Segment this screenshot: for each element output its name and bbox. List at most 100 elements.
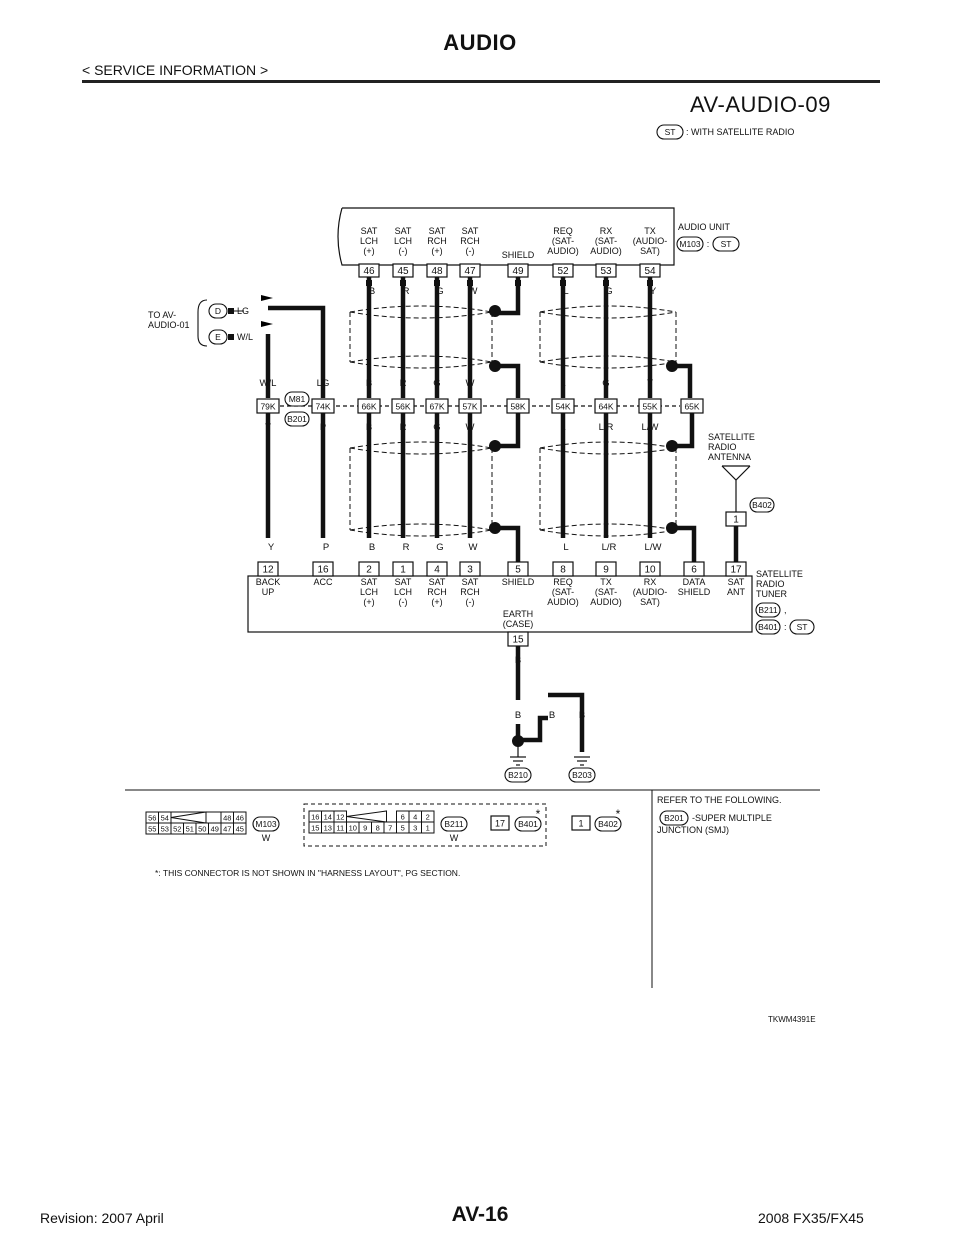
smj-top-color: G <box>433 378 440 389</box>
refer-conn-oval <box>659 810 689 826</box>
wire-color-label: G <box>605 286 612 297</box>
tuner-conn-b401-oval <box>755 619 781 635</box>
footnote: *: THIS CONNECTOR IS NOT SHOWN IN "HARNE… <box>155 868 460 878</box>
smj-pin-label: 79K <box>260 402 275 412</box>
tuner-wire-color: W <box>469 542 478 553</box>
tuner-pin-box <box>552 561 574 577</box>
wire-lg <box>268 305 326 398</box>
b401-name-oval <box>514 816 542 832</box>
tuner-pin-label: 3 <box>467 565 473 576</box>
data-shield-upper <box>672 363 693 398</box>
ground-wire-color: B <box>549 710 555 721</box>
audio-pin-label: 49 <box>512 266 524 277</box>
tuner-pin-label: 8 <box>560 565 566 576</box>
audio-pin-label: 46 <box>363 266 375 277</box>
tuner-pin-label: 12 <box>262 565 274 576</box>
audio-pin-label: (+) <box>431 246 442 256</box>
tuner-badge-label: ST <box>797 622 808 632</box>
m103-cell-num: 53 <box>161 825 169 834</box>
tuner-pin-label: SAT <box>429 577 446 587</box>
tuner-pin-label: 5 <box>515 565 521 576</box>
tuner-pin-label: 16 <box>317 565 329 576</box>
tuner-wire-color: R <box>403 542 410 553</box>
header-rule <box>82 80 880 83</box>
smj-pin-label: 64K <box>598 402 613 412</box>
audio-pin-label: REQ <box>553 226 573 236</box>
wire-color-label: Y <box>650 286 657 297</box>
tuner-pin-label: SAT <box>361 577 378 587</box>
figure-code: TKWM4391E <box>768 1015 816 1024</box>
b402-pin-box <box>571 815 591 831</box>
b211-cell-num: 8 <box>376 824 380 833</box>
cable-req-lower-top2 <box>539 447 677 455</box>
cable-req-upper-top <box>539 305 677 313</box>
m103-name-label: M103 <box>255 819 277 829</box>
tuner-conn-b211-oval <box>755 602 781 618</box>
shield-wire-49 <box>495 277 521 316</box>
antenna-conn-oval <box>749 497 775 513</box>
audio-pin-label: 48 <box>431 266 443 277</box>
tuner-pin-label: 10 <box>644 565 656 576</box>
tuner-pin-label: SHIELD <box>678 587 711 597</box>
audio-pin-label: SAT) <box>640 246 660 256</box>
cable-req-upper-bot2 <box>539 361 677 369</box>
b401-pin-box <box>490 815 510 831</box>
tuner-pin-label: SAT) <box>640 597 660 607</box>
tuner-label: TUNER <box>756 589 787 599</box>
audio-pin-label: (-) <box>399 246 408 256</box>
audio-pin-label: (+) <box>363 246 374 256</box>
data-shield-bottom <box>672 525 697 562</box>
tuner-pin-label: ANT <box>727 587 746 597</box>
tuner-pin-box <box>312 561 334 577</box>
shield-lower-49 <box>495 413 521 449</box>
b401-name-label: B401 <box>518 819 538 829</box>
tuner-pin-label: TX <box>600 577 612 587</box>
audio-pin-label: (SAT- <box>595 236 617 246</box>
b402-name-label: B402 <box>598 819 618 829</box>
pin-terminal <box>434 280 440 286</box>
b402-name-oval <box>594 816 622 832</box>
tuner-wire-color: B <box>369 542 375 553</box>
pin-terminal <box>228 308 234 314</box>
tuner-label: RADIO <box>756 579 785 589</box>
audio-pin-label: 52 <box>557 266 569 277</box>
b211-cell-num: 13 <box>324 824 332 833</box>
direction-arrow <box>261 295 273 301</box>
m103-cell-num: 54 <box>161 814 169 823</box>
audio-pin-label: SAT <box>395 226 412 236</box>
tuner-pin-label: 17 <box>730 565 742 576</box>
tuner-pin-label: DATA <box>683 577 706 587</box>
smj-top-color: LG <box>317 378 330 389</box>
refer-text: -SUPER MULTIPLE <box>692 813 772 823</box>
audio-pin-label: 45 <box>397 266 409 277</box>
revision-label: Revision: 2007 April <box>40 1210 164 1226</box>
tuner-pin-box <box>358 561 380 577</box>
tuner-pin-label: RCH <box>427 587 447 597</box>
tuner-pin-label: LCH <box>360 587 378 597</box>
audio-pin-label: AUDIO) <box>590 246 622 256</box>
cable-req-upper-top2 <box>539 311 677 319</box>
diagram-id: AV-AUDIO-09 <box>690 92 831 117</box>
b401-pin-label: 17 <box>495 819 505 829</box>
audio-pin-label: 53 <box>600 266 612 277</box>
m103-name-oval <box>252 816 280 832</box>
tuner-conn-b401-label: B401 <box>758 622 778 632</box>
shield-bottom-49 <box>495 525 521 562</box>
legend-badge-label: ST <box>665 127 676 137</box>
smj-pin-label: 66K <box>361 402 376 412</box>
tuner-wire-color: G <box>436 542 443 553</box>
smj-top-color: Y <box>647 378 654 389</box>
b211-cell-num: 1 <box>426 824 430 833</box>
b211-name-oval <box>440 816 468 832</box>
antenna-pin-label: 1 <box>733 515 739 526</box>
m103-cell-num: 51 <box>186 825 194 834</box>
m103-cell-num: 45 <box>236 825 244 834</box>
cable-req-upper-bot <box>539 355 677 363</box>
tuner-pin-box <box>257 561 279 577</box>
b211-cell-num: 15 <box>311 824 319 833</box>
antenna-conn-label: B402 <box>752 500 772 510</box>
tuner-pin-box <box>426 561 448 577</box>
earth-label: EARTH <box>503 609 533 619</box>
audio-pin-label: SAT <box>361 226 378 236</box>
